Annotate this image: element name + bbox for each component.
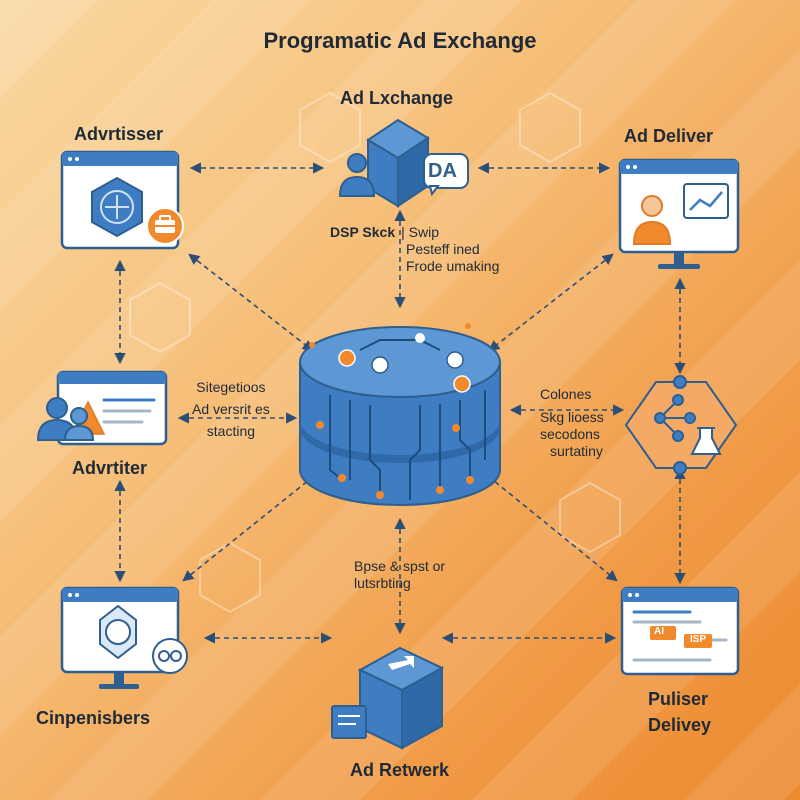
publisher-tag-2: ISP <box>690 634 707 645</box>
user-icon <box>338 153 376 197</box>
ad-exchange-label: Ad Lxchange <box>340 88 454 108</box>
connection-arrows <box>114 162 686 644</box>
publisher-delivery-label: Puliser Delivey <box>648 686 711 738</box>
central-hub-cylinder <box>299 323 501 506</box>
hub-circuit-lines <box>329 339 486 500</box>
advertiser-mid-label: Advrtiter <box>72 458 148 478</box>
advertiser-window <box>60 150 184 250</box>
publisher-tag-2-bg <box>684 634 712 648</box>
document-stack-icon <box>331 705 367 739</box>
presenter-icon <box>632 195 672 245</box>
dsp-note-line-3: Pesteff ined <box>406 241 480 257</box>
exchange-tag: DA <box>428 160 457 182</box>
process-hexagon <box>624 375 738 475</box>
ad-deliver-monitor <box>618 158 740 269</box>
left-note-line-3: stacting <box>206 423 256 439</box>
publisher-tag-1: AI <box>654 626 664 637</box>
advertiser-top-label: Advrtisser <box>74 124 164 144</box>
dollar-icon <box>99 604 137 660</box>
ad-deliver-label: Ad Deliver <box>624 126 714 146</box>
companies-label: Cinpenisbers <box>36 708 151 728</box>
chat-bubble-icon <box>423 153 469 197</box>
briefcase-badge-icon <box>146 207 184 245</box>
gears-badge-icon <box>152 638 188 674</box>
arrow-advertiser-hub <box>188 253 314 352</box>
left-note-line-1: Sitegetioos <box>196 379 266 395</box>
arrow-hub-publisher <box>486 474 618 582</box>
left-note: Sitegetioos Ad versrit es stacting <box>192 376 270 442</box>
diagram-title: Programatic Ad Exchange <box>263 28 537 53</box>
left-note-line-2: Ad versrit es <box>192 401 270 417</box>
publisher-delivery-line-2: Delivey <box>648 715 712 735</box>
right-note: Colones Skg lioess secodons surtatiny <box>540 386 604 460</box>
ad-exchange-cube <box>338 118 469 208</box>
ad-network-label: Ad Retwerk <box>350 760 450 780</box>
right-note-line-3: secodons <box>540 426 600 442</box>
target-hexagon-icon <box>91 176 143 238</box>
arrow-hub-companies <box>182 474 316 582</box>
publisher-window <box>620 586 740 676</box>
ad-network-box <box>331 646 445 750</box>
network-nodes-icon <box>654 394 696 442</box>
team-icon <box>36 397 106 441</box>
right-note-line-1: Colones <box>540 386 592 402</box>
right-note-line-4: surtatiny <box>550 443 603 459</box>
dsp-note-line-1: DSP Skck <box>330 224 396 240</box>
dsp-note-line-4: Frode umaking <box>406 258 500 274</box>
companies-monitor <box>60 586 188 689</box>
arrow-deliver-hub <box>488 253 614 352</box>
hub-node-dots <box>309 323 474 499</box>
dsp-note-line-2: | Swip <box>401 224 439 240</box>
bottom-note: Bpse & spst or lutsrbting <box>354 558 445 592</box>
line-chart-icon <box>683 183 729 219</box>
right-note-line-2: Skg lioess <box>540 409 604 425</box>
publisher-tag-1-bg <box>650 626 676 640</box>
publisher-delivery-line-1: Puliser <box>648 689 709 709</box>
bottom-note-line-1: Bpse & spst or <box>354 558 446 574</box>
dsp-note: DSP Skck | Swip Pesteff ined Frode umaki… <box>330 224 499 275</box>
forward-arrow-icon <box>388 656 414 670</box>
advertiser-mid-window <box>36 370 168 446</box>
bottom-note-line-2: lutsrbting <box>354 575 411 591</box>
flask-icon <box>690 427 722 455</box>
hub-top-icons <box>338 333 471 393</box>
